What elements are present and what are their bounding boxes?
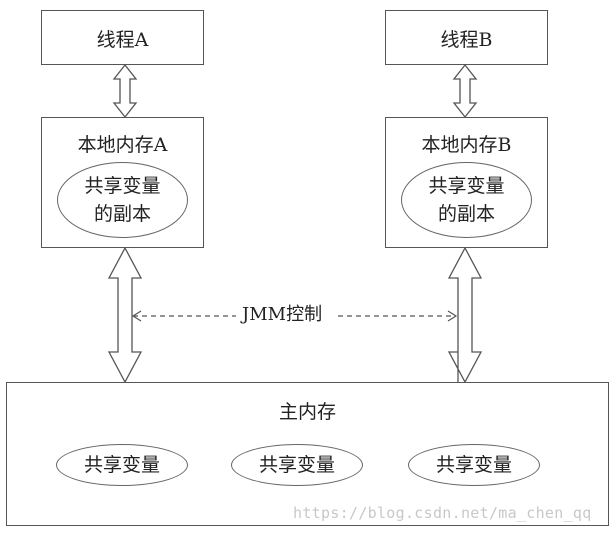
shared-var-copy-b: 共享变量 的副本 <box>401 162 532 238</box>
local-memory-a-label: 本地内存A <box>77 134 168 156</box>
thread-b-box: 线程B <box>385 10 548 65</box>
thread-b-label: 线程B <box>440 29 493 51</box>
main-shared-var-3-label: 共享变量 <box>435 454 512 476</box>
shared-var-copy-a-line2: 的副本 <box>93 203 151 225</box>
thread-a-label: 线程A <box>96 29 149 51</box>
shared-var-copy-a-line1: 共享变量 <box>84 175 161 197</box>
jmm-arrowhead-left <box>131 310 142 322</box>
jmm-arrowhead-right <box>447 310 458 322</box>
shared-var-copy-b-line2: 的副本 <box>437 203 495 225</box>
shared-var-copy-b-line1: 共享变量 <box>428 175 505 197</box>
main-shared-var-2: 共享变量 <box>231 444 363 486</box>
local-memory-b-box: 本地内存B 共享变量 的副本 <box>385 117 548 248</box>
arrow-localA-main <box>107 246 143 384</box>
thread-a-box: 线程A <box>41 10 204 65</box>
arrow-localB-main <box>447 246 483 384</box>
main-shared-var-1: 共享变量 <box>56 444 188 486</box>
shared-var-copy-a: 共享变量 的副本 <box>57 162 188 238</box>
local-memory-b-label: 本地内存B <box>421 134 512 156</box>
main-shared-var-1-label: 共享变量 <box>83 454 160 476</box>
main-memory-label: 主内存 <box>278 401 336 423</box>
arrow-threadA-localA <box>112 63 138 119</box>
main-shared-var-2-label: 共享变量 <box>258 454 335 476</box>
arrow-threadB-localB <box>452 63 478 119</box>
main-shared-var-3: 共享变量 <box>408 444 540 486</box>
jmm-control-label: JMM控制 <box>236 300 329 326</box>
local-memory-a-box: 本地内存A 共享变量 的副本 <box>41 117 204 248</box>
main-memory-box: 主内存 共享变量 共享变量 共享变量 <box>6 382 609 526</box>
watermark-text: https://blog.csdn.net/ma_chen_qq <box>293 504 592 522</box>
